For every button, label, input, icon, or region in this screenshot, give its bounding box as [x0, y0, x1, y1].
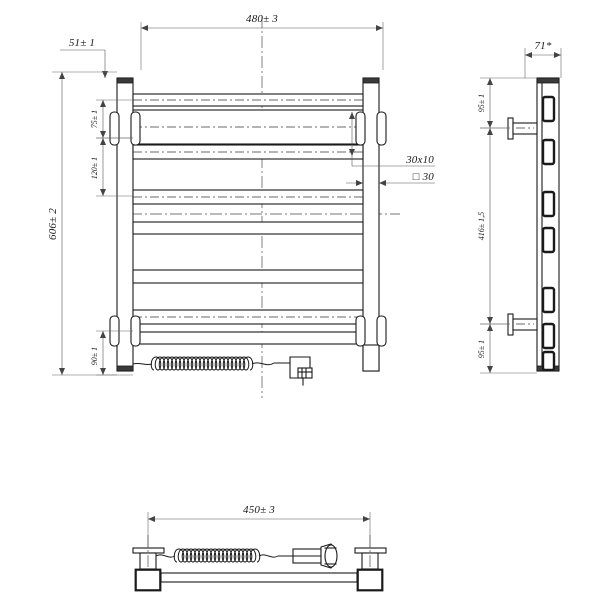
bottom-connecting-bar	[160, 572, 358, 583]
side-bracket-top-stem	[512, 122, 538, 135]
side-bracket-bottom-plate	[507, 313, 514, 336]
bottom-power-plug	[292, 543, 338, 569]
dim-label-front-top-rail-gap: 75± 1	[90, 110, 99, 128]
dim-label-side-depth: 71*	[534, 40, 551, 52]
front-rail-5	[132, 221, 364, 235]
dim-front-bottom-gap: 90± 1	[90, 330, 133, 376]
dim-label-side-bottom-offset: 95± 1	[477, 340, 486, 358]
dim-label-side-top-offset: 95± 1	[477, 94, 486, 112]
side-rail-slot-7	[541, 350, 556, 372]
dim-post-profile: □ 30	[346, 171, 435, 186]
bottom-view: 450± 3	[132, 504, 387, 592]
dim-label-tube-profile: 30x10	[405, 154, 434, 166]
dim-side-bottom-offset: 95± 1	[477, 323, 537, 374]
side-rail-slots	[541, 95, 556, 372]
dim-tube-profile: 30x10	[349, 112, 435, 167]
front-bracket-top-left	[109, 111, 120, 146]
side-view: 71* 95± 1 416± 1,5 95± 1	[477, 40, 562, 374]
side-rail-slot-4	[541, 226, 556, 254]
dim-front-bracket-offset: 51± 1	[60, 37, 108, 78]
bottom-right-bracket	[354, 535, 387, 592]
bottom-power-cord	[155, 548, 293, 563]
front-bracket-top-right	[376, 111, 387, 146]
front-bracket-bottom-right	[376, 315, 387, 347]
side-wall-brackets	[507, 117, 538, 336]
dim-front-height: 606± 2	[47, 71, 117, 376]
dim-label-front-bottom-gap: 90± 1	[90, 347, 99, 365]
dim-label-front-bracket-offset: 51± 1	[69, 37, 95, 49]
side-rail-slot-5	[541, 286, 556, 314]
front-left-post	[116, 77, 134, 372]
side-bracket-bottom-stem	[512, 318, 538, 331]
front-rail-6	[132, 269, 364, 284]
front-bracket-top-right-inner	[355, 111, 366, 146]
front-right-post	[362, 77, 380, 372]
front-power-plug	[289, 356, 313, 386]
side-bracket-top-plate	[507, 117, 514, 140]
dim-label-front-width: 480± 3	[246, 13, 278, 25]
dim-label-side-span: 416± 1,5	[477, 212, 486, 240]
front-rail-bottom	[132, 331, 364, 345]
side-rail-slot-2	[541, 138, 556, 166]
front-view: 480± 3 51± 1 75± 1 120± 1 606± 2	[47, 13, 435, 398]
front-bracket-bottom-right-inner	[355, 315, 366, 347]
dim-label-post-profile: □ 30	[413, 171, 434, 183]
dim-label-bottom-width: 450± 3	[243, 504, 275, 516]
dim-side-depth: 71*	[524, 40, 562, 78]
dim-front-width: 480± 3	[140, 13, 384, 70]
front-power-cord	[132, 356, 290, 371]
dim-label-front-height: 606± 2	[47, 208, 59, 240]
dim-label-front-second-gap: 120± 1	[90, 157, 99, 179]
front-bracket-top-left-inner	[130, 111, 141, 146]
side-rail-slot-3	[541, 190, 556, 218]
dim-front-second-gap: 120± 1	[90, 137, 133, 197]
side-rail-slot-6	[541, 322, 556, 350]
bottom-left-bracket	[132, 535, 165, 592]
